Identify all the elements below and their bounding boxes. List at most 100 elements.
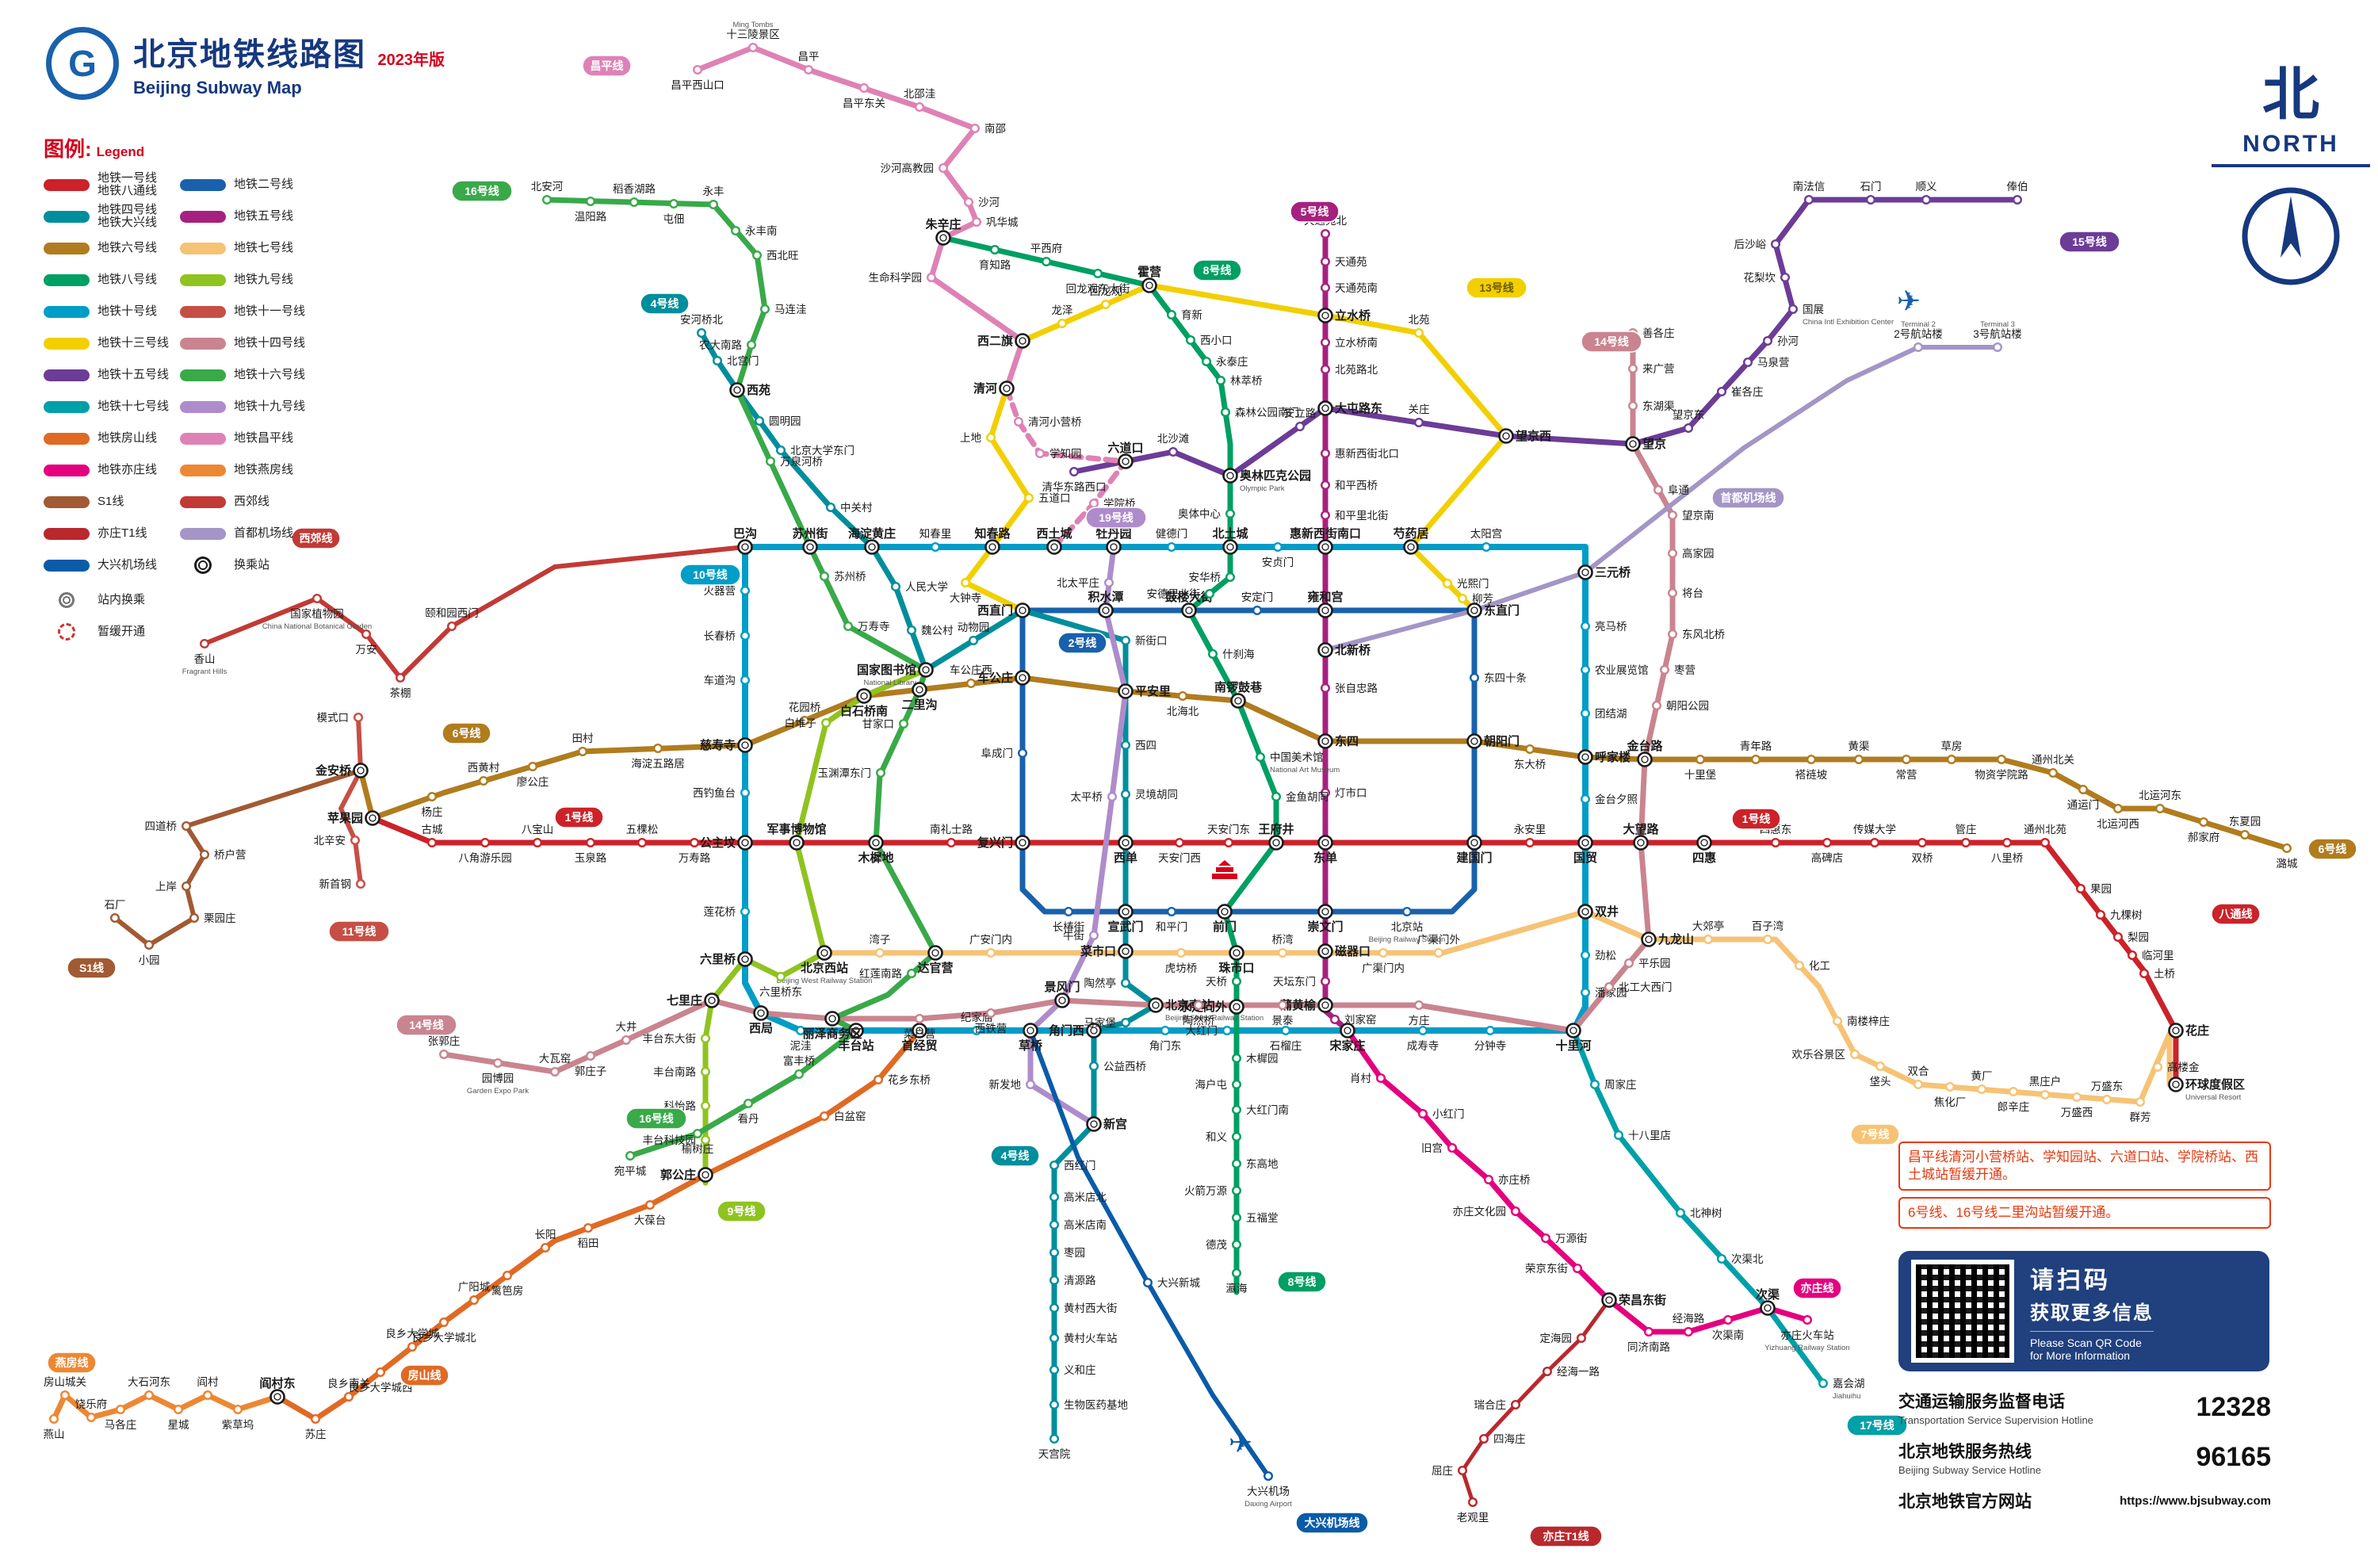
station-dot [760, 304, 770, 315]
station: 清源路 [1049, 1275, 1096, 1287]
station-dot-inner [793, 839, 801, 847]
station-dot [848, 1023, 864, 1038]
station-label: 六道口 [1107, 441, 1143, 455]
station-dot-inner [369, 814, 377, 822]
station-dot [2047, 768, 2058, 778]
station-dot [747, 340, 757, 350]
svg-text:11号线: 11号线 [342, 925, 377, 938]
line-badge: 15号线 [2059, 231, 2120, 253]
station-label: 黄村西大街 [1064, 1302, 1118, 1314]
station: 火器营 [704, 585, 751, 597]
station-dot [479, 776, 489, 786]
station-dot [1580, 709, 1590, 719]
station: 生命科学园 [869, 271, 936, 284]
station-label: 新街口 [1135, 635, 1168, 647]
station: 菜户营 [904, 1013, 935, 1040]
station-dot-inner [357, 767, 365, 774]
station: 果园 [2075, 883, 2112, 895]
station-label: 圆明园 [769, 415, 801, 427]
station-dot [181, 881, 191, 891]
station-label: 十里河 [1555, 1038, 1591, 1053]
station-label: 良乡南关 [327, 1378, 370, 1390]
station-label: 瀛海 [1226, 1282, 1248, 1295]
station-label: 清河小营桥 [1028, 416, 1082, 428]
station-label-en: National Library [863, 679, 916, 687]
line-yz [1344, 1027, 1810, 1335]
station: 太阳宫 [1470, 528, 1502, 553]
line-badge: 亦庄T1线 [1529, 1525, 1603, 1547]
legend-label: 地铁十九号线 [234, 400, 306, 413]
legend-label: 大兴机场线 [97, 558, 158, 572]
station-dot [439, 1317, 449, 1327]
station-label: 团结湖 [1595, 708, 1627, 720]
legend-label: 亦庄T1线 [97, 526, 147, 540]
station-dot [1577, 749, 1593, 765]
station-dot [755, 416, 765, 426]
station-dot [963, 197, 973, 207]
station-label: 土桥 [2154, 968, 2176, 980]
station: 潘家园 [1580, 986, 1627, 999]
station-label: 平西府 [1030, 243, 1063, 254]
station: 和义 [1206, 1131, 1241, 1143]
station: 陶然亭 [1084, 977, 1130, 989]
station-label: 周家庄 [1604, 1078, 1637, 1091]
station-label: 梨园 [2128, 931, 2149, 943]
svg-text:5号线: 5号线 [1301, 205, 1329, 218]
transfer-station: 望京 [1625, 436, 1666, 452]
line-badge: 8号线 [1192, 259, 1242, 281]
station: 泥洼 [790, 1025, 812, 1052]
station-dot [1107, 792, 1117, 802]
pending-icon [58, 623, 75, 641]
station-dot [541, 1242, 551, 1252]
station: 什刹海 [1207, 648, 1255, 660]
svg-text:13号线: 13号线 [1479, 281, 1514, 294]
legend-label: S1线 [97, 495, 124, 508]
station-dot [1643, 1326, 1654, 1337]
station-label: 房山城关 [44, 1376, 86, 1388]
station: 方庄 [1409, 1000, 1430, 1027]
station-label: 西黄村 [468, 762, 500, 774]
transfer-station: 前门 [1213, 904, 1237, 934]
station-label: 成寿寺 [1407, 1039, 1439, 1052]
transfer-station: 雍和宫 [1307, 590, 1344, 618]
station-dot [1317, 733, 1333, 749]
station-dot-inner [273, 1393, 281, 1401]
station-label: 桥湾 [1272, 933, 1294, 946]
legend-title-en: Legend [96, 144, 145, 159]
station-dot [693, 64, 703, 75]
station-label: 安河桥北 [680, 314, 723, 326]
station-label-en: Ming Tombs [732, 21, 773, 29]
station-dot [1181, 602, 1197, 618]
station-label: 廖公庄 [517, 775, 549, 788]
station-label: 青年路 [1740, 740, 1772, 752]
station-label: 草房 [1941, 740, 1963, 752]
station-label: 八里桥 [1991, 852, 2024, 864]
station-label: 火箭万源 [1184, 1184, 1227, 1197]
station: 回龙观东大街 [1066, 269, 1130, 295]
svg-text:1号线: 1号线 [565, 811, 594, 824]
line-4 [698, 330, 1159, 1442]
station-label: 苹果园 [327, 812, 363, 825]
station-dot [1231, 1104, 1241, 1115]
station: 亮马桥 [1580, 620, 1627, 633]
station-label: 湾子 [870, 933, 891, 946]
station-label: 万寿寺 [858, 620, 890, 633]
station-dot [1413, 418, 1424, 428]
station-dot [1703, 934, 1713, 944]
transfer-station: 苏州街 [792, 526, 828, 555]
station: 双桥 [1912, 837, 1933, 864]
station-label: 龙泽 [1052, 304, 1073, 316]
station-label: 草桥 [1019, 1038, 1043, 1053]
station: 物资学院路 [1975, 755, 2028, 781]
station-label: 阜成门 [981, 747, 1014, 759]
svg-text:亦庄T1线: 亦庄T1线 [1543, 1530, 1589, 1543]
station-label: 北苑路北 [1335, 364, 1378, 376]
station: 海户屯 [1195, 1078, 1241, 1091]
station-dot-inner [1019, 674, 1027, 682]
station-dot [1317, 400, 1333, 416]
station-label: 金安桥 [315, 763, 352, 778]
station: 新发地 [989, 1079, 1035, 1091]
station-dot [1996, 755, 2006, 765]
station-dot-inner [916, 686, 923, 694]
